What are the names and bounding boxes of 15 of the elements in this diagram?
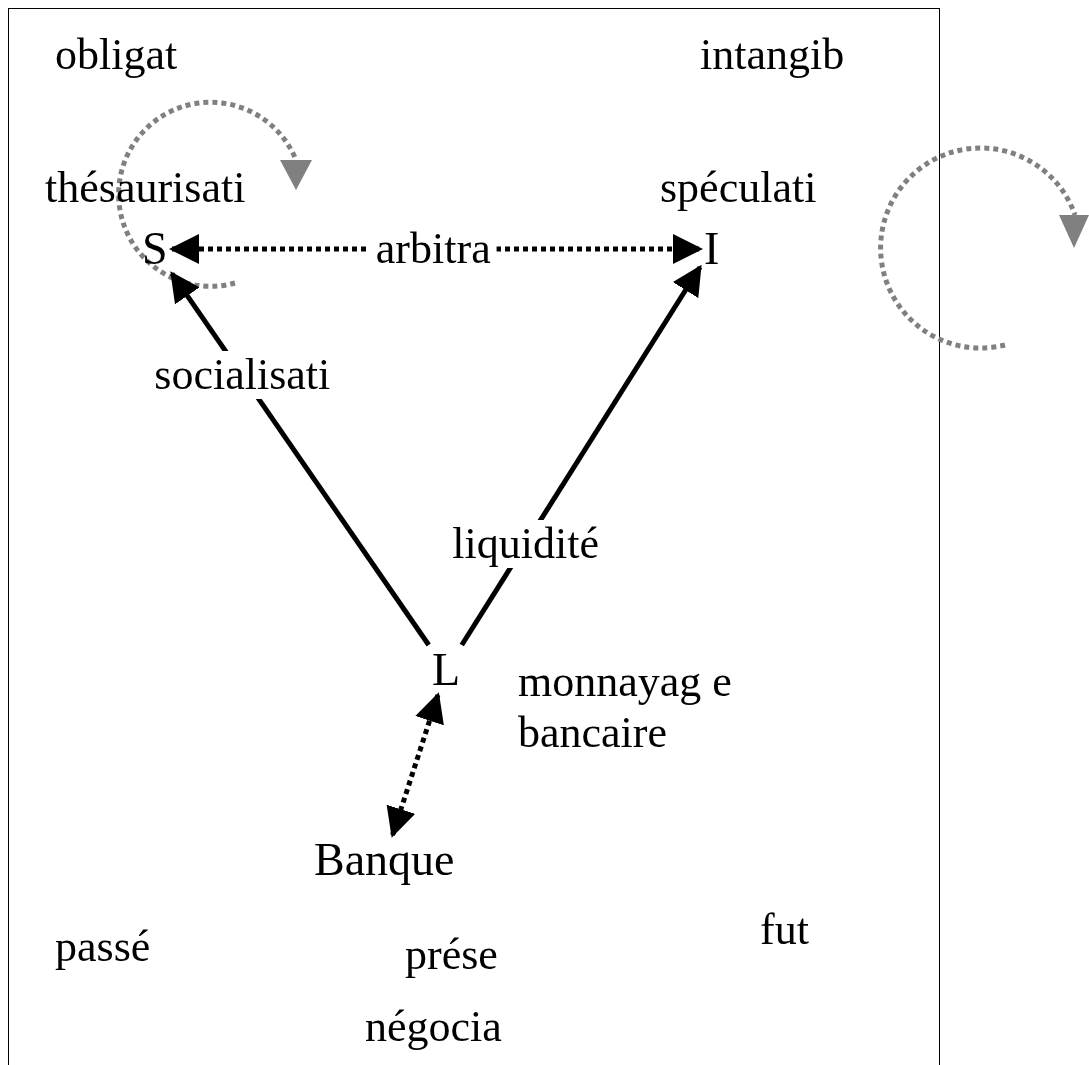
label-text: obligat bbox=[55, 30, 179, 81]
label-text: négocia bbox=[365, 1002, 503, 1053]
label-text: thésaurisati bbox=[45, 163, 247, 214]
node-label: Banque bbox=[310, 835, 459, 885]
label-text: passé bbox=[55, 922, 152, 973]
node-label: S bbox=[138, 224, 172, 274]
label-text: intangib bbox=[700, 30, 846, 81]
label-text: fut bbox=[760, 905, 810, 956]
node-label: L bbox=[428, 645, 465, 695]
label-text: monnayag e bancaire bbox=[518, 657, 733, 759]
arrow bbox=[459, 264, 703, 647]
node-label: I bbox=[700, 224, 724, 274]
arrow bbox=[386, 692, 444, 838]
label-text: spéculati bbox=[660, 163, 818, 214]
label-text: prése bbox=[405, 930, 499, 981]
